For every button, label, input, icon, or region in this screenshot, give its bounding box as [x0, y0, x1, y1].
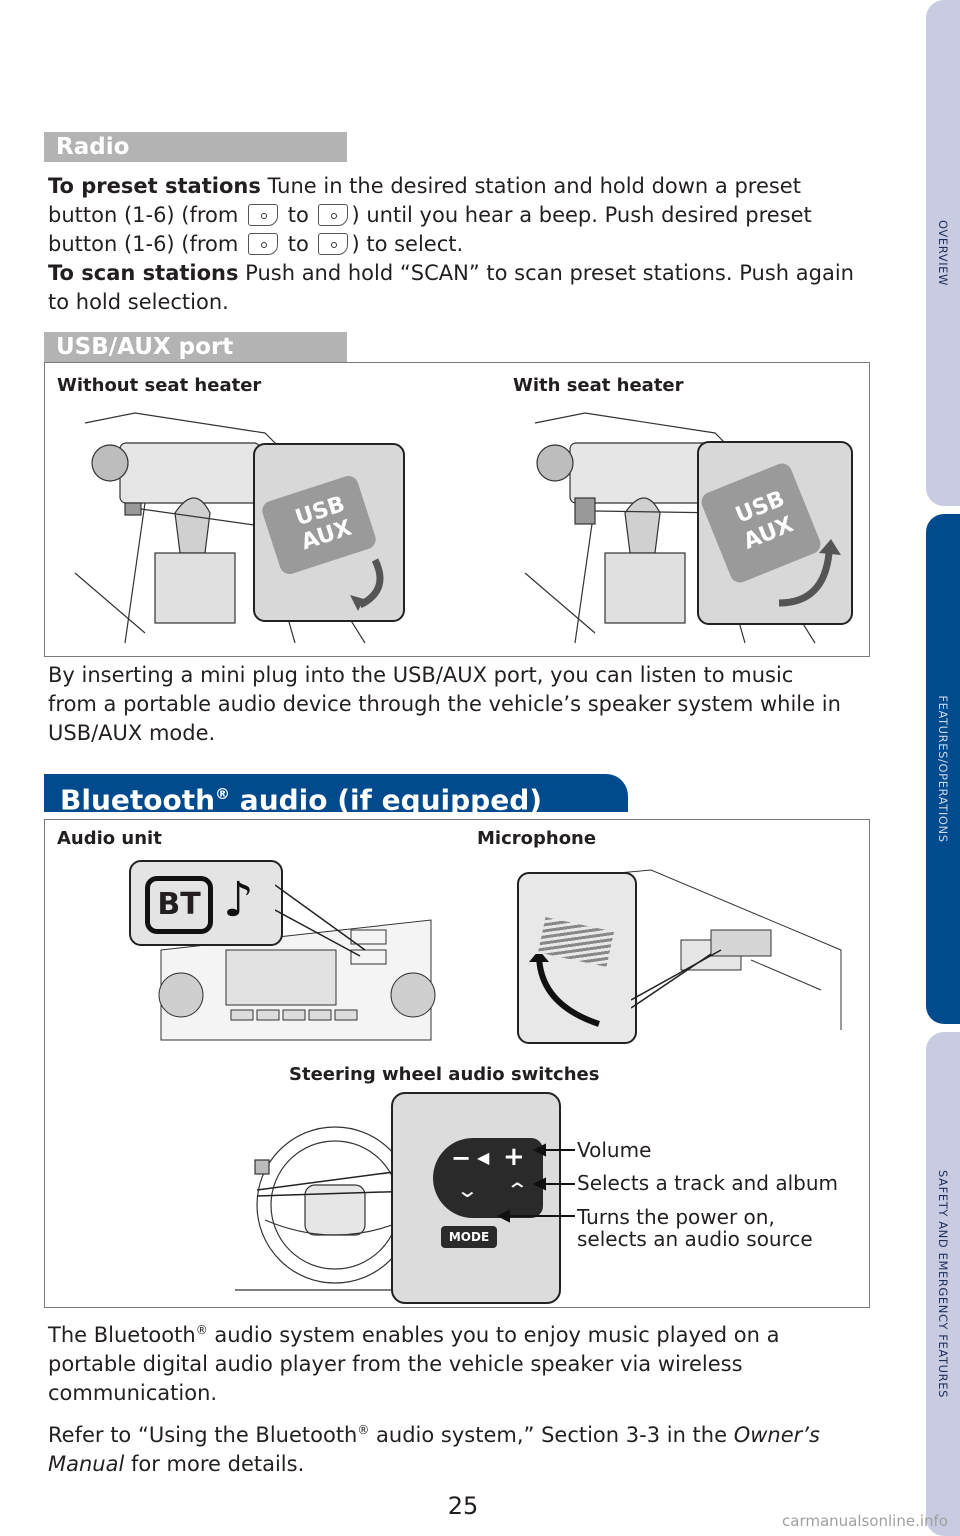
label-turns-power-2: selects an audio source — [577, 1227, 813, 1251]
switch-label-arrows — [496, 1143, 575, 1223]
audio-unit-illustration — [158, 919, 436, 1041]
bt-button-icon: BT — [145, 876, 213, 934]
bluetooth-heading-reg: ® — [215, 785, 231, 803]
side-tab-safety[interactable]: SAFETY AND EMERGENCY FEATURES — [926, 1032, 960, 1536]
open-arrow-right-icon — [778, 539, 841, 607]
preset-key-6b-icon — [318, 233, 349, 255]
bluetooth-paragraph-1: The Bluetooth® audio system enables you … — [48, 1316, 848, 1408]
radio-heading: Radio — [44, 132, 347, 162]
caption-with-heater: With seat heater — [513, 375, 684, 396]
label-selects-track: Selects a track and album — [577, 1171, 838, 1195]
scan-term: To scan stations — [48, 261, 239, 285]
music-note-icon: ♪ — [223, 872, 254, 928]
preset-text-b: ) until you hear a beep. Push desired pr… — [48, 203, 812, 256]
bt-p1-reg: ® — [195, 1323, 208, 1337]
bluetooth-heading: Bluetooth® audio (if equipped) — [44, 774, 628, 816]
preset-term: To preset stations — [48, 174, 261, 198]
microphone-pointer-arrow-icon — [529, 954, 600, 1027]
bt-zoom-callout: BT ♪ — [129, 860, 283, 946]
switch-pad — [433, 1138, 543, 1218]
caption-audio-unit: Audio unit — [57, 828, 162, 849]
usb-heading-text: USB/AUX port — [56, 334, 234, 360]
preset-text-c: ) to select. — [351, 232, 464, 256]
bluetooth-heading-b: audio (if equipped) — [230, 783, 543, 817]
usb-zoom-callout-right: USB AUX — [697, 441, 853, 625]
scan-text: Push and hold “SCAN” to scan preset stat… — [48, 261, 854, 314]
side-tab-features[interactable]: FEATURES/OPERATIONS — [926, 514, 960, 1024]
bt-p2-b: audio system,” Section 3-3 in the — [369, 1423, 734, 1447]
microphone-zoom-callout — [517, 872, 637, 1044]
radio-heading-text: Radio — [56, 134, 130, 160]
caption-microphone: Microphone — [477, 828, 597, 849]
bt-p2-a: Refer to “Using the Bluetooth — [48, 1423, 358, 1447]
preset-key-1-icon — [248, 204, 279, 226]
preset-key-1b-icon — [248, 233, 279, 255]
bluetooth-illustration-panel: Audio unit Microphone BT ♪ — [44, 819, 870, 1308]
track-up-icon[interactable]: ⌃ — [505, 1178, 530, 1202]
watermark: carmanualsonline.info — [782, 1512, 948, 1530]
caption-without-heater: Without seat heater — [57, 375, 262, 396]
bt-p2-reg: ® — [357, 1423, 370, 1437]
bt-p1-a: The Bluetooth — [48, 1323, 196, 1347]
side-tab-features-label: FEATURES/OPERATIONS — [936, 695, 950, 843]
bluetooth-paragraph-2: Refer to “Using the Bluetooth® audio sys… — [48, 1416, 868, 1479]
open-arrow-left-icon — [350, 558, 384, 611]
steering-switch-callout: − ◀ + ⌄ ⌃ MODE — [391, 1092, 561, 1304]
bt-p2-c: for more details. — [124, 1452, 305, 1476]
usb-heading: USB/AUX port — [44, 332, 347, 362]
caption-steering-switches: Steering wheel audio switches — [289, 1064, 600, 1085]
preset-text-a: Tune in the desired station and hold dow… — [48, 174, 801, 227]
mode-button[interactable]: MODE — [441, 1226, 497, 1248]
radio-preset-paragraph: To preset stations Tune in the desired s… — [48, 172, 868, 317]
bt-callout-leader — [275, 884, 366, 957]
label-turns-power-1: Turns the power on, — [577, 1205, 775, 1229]
owners-manual-ref: Owner’s Manual — [48, 1423, 820, 1476]
usb-illustration-panel: Without seat heater With seat heater USB… — [44, 362, 870, 657]
microphone-callout-leader — [631, 949, 722, 1009]
track-down-icon[interactable]: ⌄ — [455, 1178, 480, 1202]
preset-key-6-icon — [318, 204, 349, 226]
bt-p1-b: audio system enables you to enjoy music … — [48, 1323, 780, 1405]
side-tab-overview[interactable]: OVERVIEW — [926, 0, 960, 506]
side-tab-overview-label: OVERVIEW — [936, 219, 950, 287]
mode-button-label: MODE — [448, 1230, 490, 1244]
preset-to-2: to — [281, 232, 316, 256]
usb-description: By inserting a mini plug into the USB/AU… — [48, 663, 841, 745]
page-number: 25 — [447, 1492, 479, 1520]
volume-speaker-icon: ◀ — [477, 1148, 490, 1167]
side-tab-safety-label: SAFETY AND EMERGENCY FEATURES — [936, 1170, 950, 1398]
volume-down-icon[interactable]: − — [451, 1144, 472, 1172]
usb-zoom-callout-left: USB AUX — [253, 443, 405, 622]
preset-to-1: to — [281, 203, 316, 227]
bluetooth-heading-a: Bluetooth — [60, 783, 216, 817]
label-volume: Volume — [577, 1138, 652, 1162]
volume-up-icon[interactable]: + — [503, 1142, 525, 1172]
